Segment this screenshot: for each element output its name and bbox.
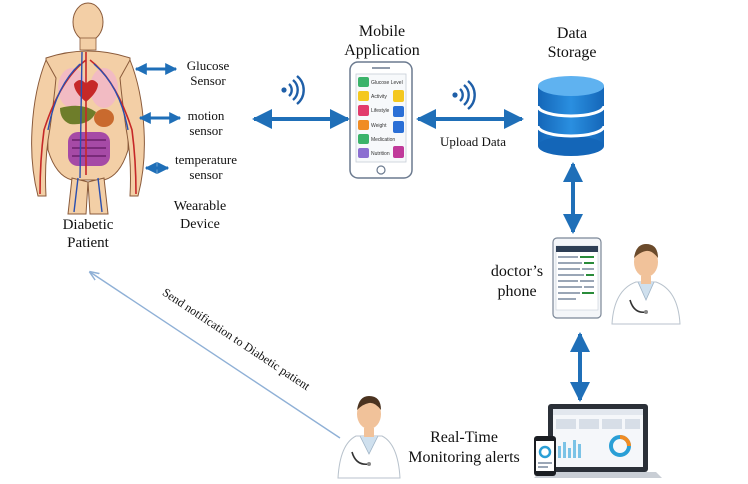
upload-data-label: Upload Data <box>439 134 507 149</box>
app-menu-item: Weight <box>371 123 387 129</box>
patient-label: Diabetic Patient <box>62 217 114 251</box>
database-icon <box>536 76 606 156</box>
data-storage-label: Data Storage <box>547 25 597 61</box>
laptop-dashboard-illustration <box>534 404 662 478</box>
human-body-illustration <box>31 2 145 215</box>
mobile-phone-illustration <box>349 61 413 179</box>
app-menu-item: Nutrition <box>371 151 390 157</box>
app-menu-item: Glucose Level <box>371 80 403 86</box>
monitoring-alerts-label: Real-Time Monitoring alerts <box>408 429 520 466</box>
doctor-tablet-illustration <box>552 237 602 319</box>
app-menu-item: Medication <box>371 137 395 143</box>
app-menu-item: Activity <box>371 94 387 100</box>
doctor-phone-label: doctor’s phone <box>490 263 544 300</box>
doctor-avatar-monitoring <box>337 396 401 479</box>
wifi-icon <box>281 75 305 105</box>
wifi-icon-upload <box>452 80 476 110</box>
wearable-device-label: Wearable Device <box>173 199 227 232</box>
glucose-sensor-label: Glucose Sensor <box>186 58 230 88</box>
mobile-application-label: Mobile Application <box>344 23 420 59</box>
notification-arrow <box>90 272 341 439</box>
temperature-sensor-label: temperature sensor <box>174 152 238 182</box>
motion-sensor-label: motion sensor <box>187 108 225 138</box>
app-menu <box>358 77 404 158</box>
app-menu-item: Lifestyle <box>371 108 390 114</box>
doctor-avatar <box>611 244 681 325</box>
